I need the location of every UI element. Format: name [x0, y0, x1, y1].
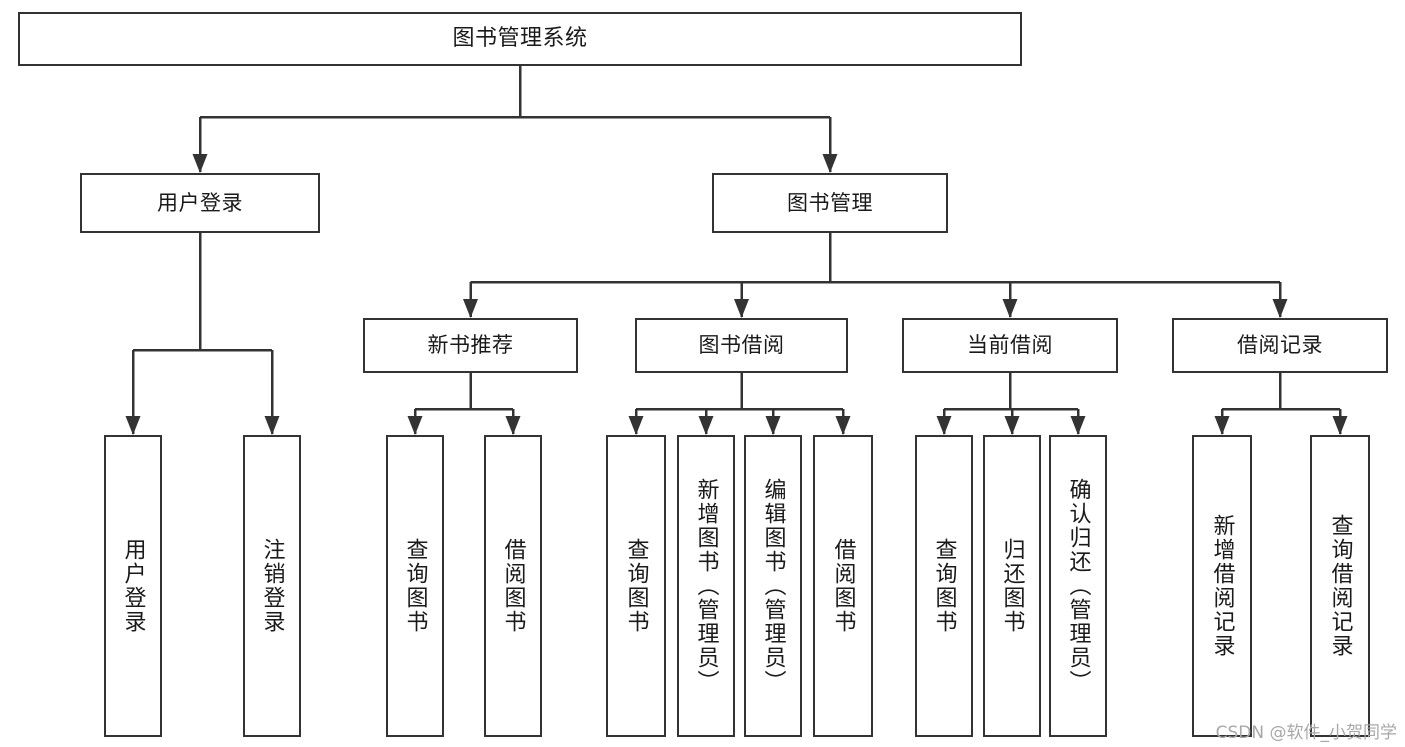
node-label: 确认归还（管理员）: [1065, 478, 1091, 694]
node-label: 归还图书: [999, 538, 1025, 634]
node-label: 借阅图书: [830, 538, 856, 634]
node-leaf-logout[interactable]: 注销登录: [243, 435, 301, 737]
node-label: 借阅记录: [1237, 333, 1323, 358]
node-book-manage[interactable]: 图书管理: [712, 173, 948, 233]
node-leaf-borrow-book-1[interactable]: 借阅图书: [484, 435, 542, 737]
node-current-borrow[interactable]: 当前借阅: [902, 318, 1118, 373]
node-label: 图书管理: [787, 190, 873, 215]
node-leaf-query-book-2[interactable]: 查询图书: [606, 435, 666, 737]
node-leaf-add-book[interactable]: 新增图书（管理员）: [677, 435, 735, 737]
node-leaf-user-login[interactable]: 用户登录: [104, 435, 162, 737]
node-label: 新增图书（管理员）: [693, 478, 719, 694]
node-label: 当前借阅: [967, 333, 1053, 358]
node-label: 用户登录: [157, 190, 243, 215]
node-label: 图书管理系统: [452, 26, 588, 52]
node-borrow-record[interactable]: 借阅记录: [1172, 318, 1388, 373]
node-new-book-recommend[interactable]: 新书推荐: [363, 318, 578, 373]
node-label: 新书推荐: [427, 333, 514, 358]
node-leaf-add-record[interactable]: 新增借阅记录: [1192, 435, 1252, 737]
node-label: 查询图书: [931, 538, 957, 634]
node-label: 编辑图书（管理员）: [760, 478, 786, 694]
node-label: 查询借阅记录: [1327, 514, 1353, 658]
node-root[interactable]: 图书管理系统: [18, 12, 1022, 66]
node-label: 新增借阅记录: [1209, 514, 1235, 658]
node-leaf-query-record[interactable]: 查询借阅记录: [1310, 435, 1370, 737]
node-leaf-return-book[interactable]: 归还图书: [983, 435, 1041, 737]
node-label: 注销登录: [259, 538, 285, 634]
node-label: 查询图书: [402, 538, 428, 634]
node-label: 图书借阅: [698, 333, 785, 358]
node-label: 查询图书: [623, 538, 649, 634]
node-leaf-edit-book[interactable]: 编辑图书（管理员）: [744, 435, 802, 737]
node-label: 借阅图书: [500, 538, 526, 634]
watermark-text: CSDN @软件_小贺同学: [1215, 723, 1397, 743]
node-user-login[interactable]: 用户登录: [80, 173, 320, 233]
node-leaf-borrow-book-2[interactable]: 借阅图书: [813, 435, 873, 737]
node-label: 用户登录: [120, 538, 146, 634]
node-leaf-query-book-1[interactable]: 查询图书: [386, 435, 444, 737]
node-leaf-confirm-return[interactable]: 确认归还（管理员）: [1049, 435, 1107, 737]
node-leaf-query-book-3[interactable]: 查询图书: [915, 435, 973, 737]
node-book-borrow[interactable]: 图书借阅: [635, 318, 848, 373]
